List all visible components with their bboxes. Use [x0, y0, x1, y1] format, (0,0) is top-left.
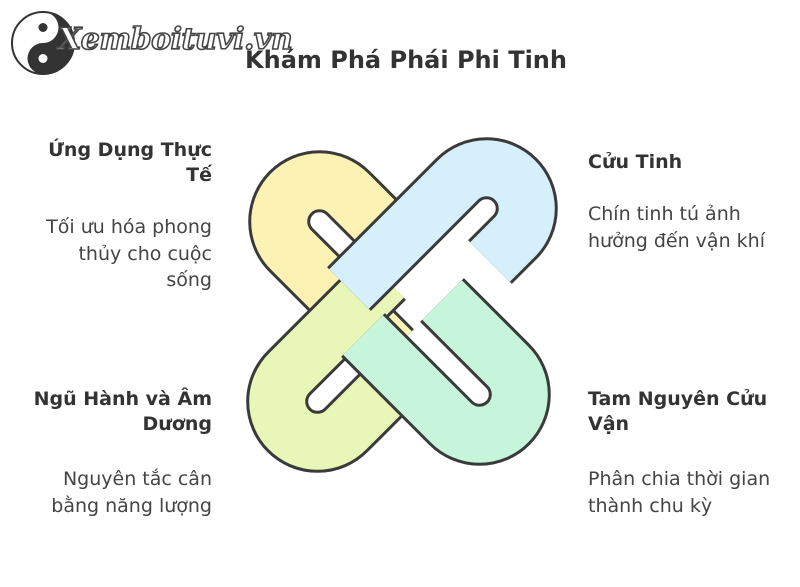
knot-loop-cuu-tinh [327, 137, 558, 311]
watermark-text: Xemboituvi.vn [57, 21, 293, 58]
yin-yang-logo-icon [11, 11, 75, 75]
desc-cuu-tinh: Chín tinh tú ảnh hưởng đến vận khí [588, 203, 765, 252]
label-ung-dung-thuc-te: Ứng Dụng Thực Tế [48, 139, 212, 186]
desc-ngu-hanh-am-duong: Nguyên tắc cân bằng năng lượng [51, 468, 212, 517]
knot-loop-tam-nguyen [341, 278, 551, 466]
label-cuu-tinh: Cửu Tinh [588, 151, 683, 173]
label-tam-nguyen-cuu-van: Tam Nguyên Cửu Vận [588, 388, 768, 435]
desc-ung-dung-thuc-te: Tối ưu hóa phong thủy cho cuộc sống [46, 216, 212, 291]
knot-loop-ngu-hanh [246, 256, 412, 473]
desc-tam-nguyen-cuu-van: Phân chia thời gian thành chu kỳ [588, 468, 771, 517]
label-ngu-hanh-am-duong: Ngũ Hành và Âm Dương [33, 388, 212, 435]
knot-loop-ung-dung [248, 150, 414, 373]
diagram-title: Khám Phá Phái Phi Tinh [245, 46, 567, 74]
